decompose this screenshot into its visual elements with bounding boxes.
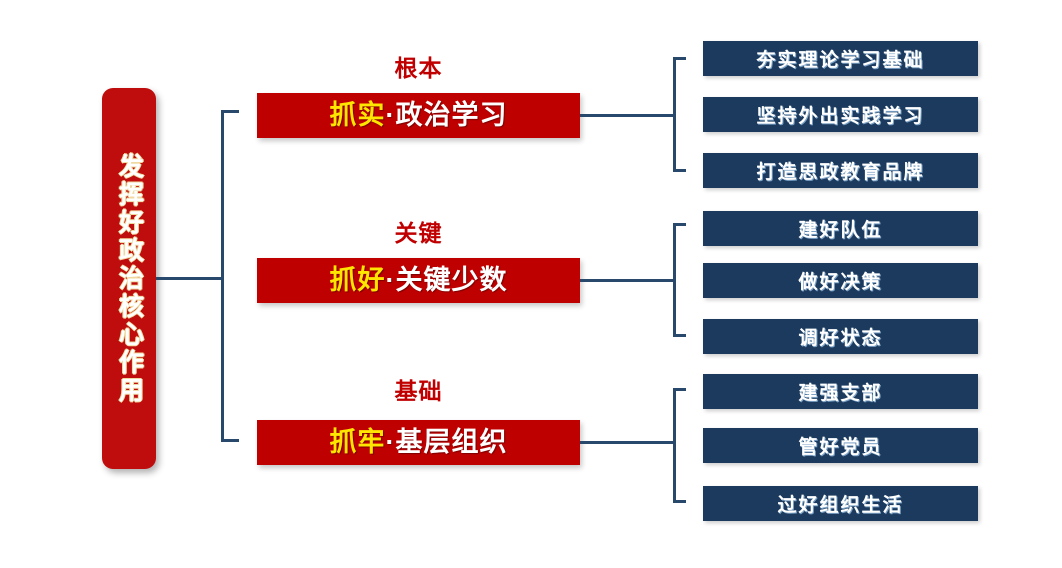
leaf-node-3-2-label: 管好党员 (798, 437, 883, 458)
right-bracket-1-spine-lower (673, 114, 676, 172)
branch-3-connector-line (580, 441, 675, 444)
leaf-node-2-1-label: 建好队伍 (798, 220, 883, 241)
leaf-node-1-1[interactable]: 夯实理论学习基础 (703, 41, 978, 76)
leaf-node-1-2[interactable]: 坚持外出实践学习 (703, 97, 978, 132)
right-bracket-2-spine-lower (673, 279, 676, 337)
branch-node-3-rest: 基层组织 (395, 427, 508, 457)
right-bracket-1-stub-bottom (673, 169, 686, 172)
branch-node-2[interactable]: 抓好·关键少数 (257, 258, 580, 303)
right-bracket-3-stub-bottom (673, 500, 686, 503)
leaf-node-2-2-label: 做好决策 (798, 272, 883, 293)
leaf-node-2-3[interactable]: 调好状态 (703, 319, 978, 354)
left-bracket-spine (221, 110, 224, 280)
branch-node-1-emphasis: 抓实 (329, 100, 386, 130)
branch-1-connector-line (580, 114, 675, 117)
right-bracket-3-stub-top (673, 388, 686, 391)
root-connector-line (156, 277, 221, 280)
branch-caption-1: 根本 (394, 55, 443, 81)
left-bracket-spine-lower (221, 277, 224, 442)
branch-node-3-separator: · (385, 427, 396, 457)
left-bracket-stub-top (221, 110, 239, 113)
branch-node-1-text: 抓实·政治学习 (330, 102, 508, 129)
branch-node-1-rest: 政治学习 (395, 100, 508, 130)
right-bracket-1-spine-upper (673, 57, 676, 115)
right-bracket-3-spine-upper (673, 388, 676, 444)
leaf-node-1-3[interactable]: 打造思政教育品牌 (703, 153, 978, 188)
branch-node-1-separator: · (385, 100, 396, 130)
leaf-node-2-3-label: 调好状态 (798, 328, 883, 349)
branch-node-2-emphasis: 抓好 (329, 265, 386, 295)
left-bracket-stub-bottom (221, 439, 239, 442)
right-bracket-1-stub-top (673, 57, 686, 60)
leaf-node-1-2-label: 坚持外出实践学习 (756, 106, 925, 127)
branch-caption-3: 基础 (394, 378, 443, 404)
leaf-node-2-1[interactable]: 建好队伍 (703, 211, 978, 246)
branch-node-3-text: 抓牢·基层组织 (330, 429, 508, 456)
leaf-node-3-1-label: 建强支部 (798, 383, 883, 404)
leaf-node-3-3[interactable]: 过好组织生活 (703, 486, 978, 521)
leaf-node-3-1[interactable]: 建强支部 (703, 374, 978, 409)
leaf-node-3-2[interactable]: 管好党员 (703, 428, 978, 463)
right-bracket-2-stub-bottom (673, 334, 686, 337)
right-bracket-2-spine-upper (673, 223, 676, 281)
branch-caption-2: 关键 (394, 220, 443, 246)
leaf-node-1-3-label: 打造思政教育品牌 (756, 162, 925, 183)
branch-node-3-emphasis: 抓牢 (329, 427, 386, 457)
right-bracket-3-spine-lower (673, 441, 676, 503)
right-bracket-2-stub-top (673, 223, 686, 226)
branch-node-3[interactable]: 抓牢·基层组织 (257, 420, 580, 465)
root-node-label: 发挥好政治核心作用 (115, 152, 144, 405)
root-node[interactable]: 发挥好政治核心作用 (102, 88, 156, 469)
leaf-node-3-3-label: 过好组织生活 (777, 495, 904, 516)
branch-node-1[interactable]: 抓实·政治学习 (257, 93, 580, 138)
branch-node-2-separator: · (385, 265, 396, 295)
branch-2-connector-line (580, 279, 675, 282)
branch-node-2-text: 抓好·关键少数 (330, 267, 508, 294)
leaf-node-2-2[interactable]: 做好决策 (703, 263, 978, 298)
leaf-node-1-1-label: 夯实理论学习基础 (756, 50, 925, 71)
branch-node-2-rest: 关键少数 (395, 265, 508, 295)
